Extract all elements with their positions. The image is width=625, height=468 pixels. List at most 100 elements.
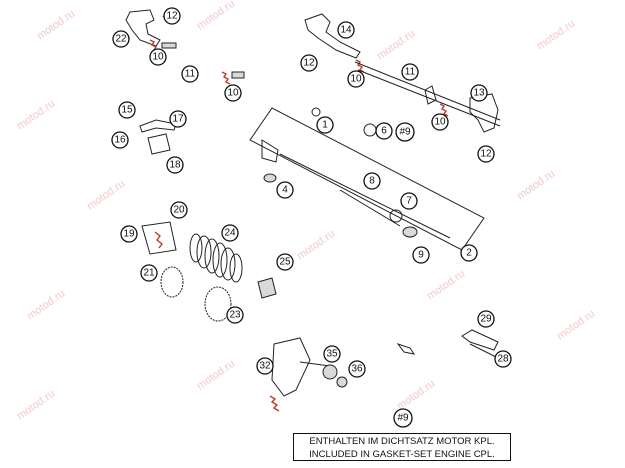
nut-35 [322, 364, 338, 380]
pin-10b [231, 71, 245, 79]
svg-text:11: 11 [185, 69, 196, 80]
callout-24: 24 [221, 224, 239, 242]
svg-text:#9: #9 [397, 413, 409, 424]
callout-14: 14 [337, 21, 355, 39]
washer-6 [363, 123, 377, 137]
callout-12: 12 [300, 54, 318, 72]
svg-text:1: 1 [322, 120, 328, 131]
callout-15: 15 [118, 101, 136, 119]
gasket-21 [160, 266, 184, 298]
watermark: motod.ru [25, 288, 67, 323]
callout-1: 1 [316, 116, 334, 134]
watermark: motod.ru [375, 28, 417, 63]
watermark: motod.ru [195, 0, 237, 32]
svg-text:15: 15 [121, 105, 133, 116]
shift-fork-right [304, 13, 361, 59]
svg-text:12: 12 [303, 58, 315, 69]
svg-text:12: 12 [166, 11, 178, 22]
svg-text:22: 22 [115, 34, 127, 45]
shift-shaft-spring [154, 231, 163, 249]
shift-shaft [141, 221, 177, 255]
svg-text:4: 4 [282, 185, 288, 196]
shaft-17 [139, 119, 177, 133]
callout-7: 7 [400, 192, 418, 210]
note-line-en: INCLUDED IN GASKET-SET ENGINE CPL. [309, 449, 495, 460]
svg-text:20: 20 [173, 205, 185, 216]
fork-32-spring [269, 395, 280, 412]
svg-text:10: 10 [350, 74, 362, 85]
svg-text:11: 11 [405, 67, 416, 78]
callout-20: 20 [170, 201, 188, 219]
washer-7 [389, 209, 403, 223]
bearing-4 [263, 173, 277, 183]
callout-10: 10 [347, 70, 365, 88]
svg-text:10: 10 [227, 88, 239, 99]
gasket-23 [204, 286, 232, 322]
shift-rail-upper [354, 61, 501, 121]
rail-collar [424, 85, 437, 105]
callout-11: 11 [401, 63, 419, 81]
fork-32 [271, 337, 311, 397]
watermark: motod.ru [195, 358, 237, 393]
callout-16: 16 [111, 131, 129, 149]
svg-text:32: 32 [259, 361, 271, 372]
svg-text:16: 16 [114, 135, 126, 146]
parts-drawing [125, 9, 501, 412]
watermark: motod.ru [395, 378, 437, 413]
callout-18: 18 [166, 156, 184, 174]
plug-25 [257, 277, 277, 299]
svg-text:29: 29 [480, 314, 492, 325]
callout-19: 19 [120, 225, 138, 243]
svg-text:#9: #9 [399, 127, 411, 138]
svg-text:12: 12 [480, 149, 492, 160]
watermark: motod.ru [535, 18, 577, 53]
callouts: 12 22 10 11 10 14 12 10 11 13 10 12 1 6 … [111, 7, 512, 428]
svg-text:2: 2 [466, 248, 472, 259]
svg-text:36: 36 [351, 364, 363, 375]
watermark: motod.ru [85, 178, 127, 213]
shift-drum-box [249, 107, 485, 251]
svg-text:14: 14 [340, 25, 352, 36]
watermark: motod.ru [15, 388, 57, 423]
svg-text:7: 7 [406, 196, 412, 207]
watermark: motod.ru [555, 308, 597, 343]
bracket-29 [461, 329, 499, 351]
cap-9 [402, 226, 418, 238]
svg-text:19: 19 [123, 229, 135, 240]
callout-28: 28 [494, 350, 512, 368]
callout-35: 35 [323, 345, 341, 363]
washer-1 [311, 107, 321, 117]
callout-9: #9 [393, 408, 413, 428]
svg-text:10: 10 [434, 117, 446, 128]
watermark: motod.ru [295, 228, 337, 263]
drum-rod [339, 189, 401, 227]
callout-32: 32 [256, 357, 274, 375]
watermark: motod.ru [35, 8, 77, 43]
nut-36 [336, 376, 348, 388]
lever-18 [147, 133, 171, 155]
callout-9: 9 [412, 246, 430, 264]
clip [396, 343, 416, 355]
spring-10b [221, 71, 231, 85]
pin-left [161, 42, 177, 49]
callout-21: 21 [140, 264, 158, 282]
callout-11: 11 [181, 65, 199, 83]
callout-23: 23 [226, 306, 244, 324]
watermark: motod.ru [15, 98, 57, 133]
callout-2: 2 [460, 244, 478, 262]
callout-29: 29 [477, 310, 495, 328]
shift-fork-13 [469, 93, 499, 133]
callout-4: 4 [276, 181, 294, 199]
callout-22: 22 [112, 30, 130, 48]
gasket-set-note: ENTHALTEN IM DICHTSATZ MOTOR KPL. INCLUD… [293, 433, 511, 461]
svg-text:13: 13 [473, 88, 485, 99]
callout-13: 13 [470, 84, 488, 102]
svg-text:18: 18 [169, 160, 181, 171]
note-line-de: ENTHALTEN IM DICHTSATZ MOTOR KPL. [309, 436, 495, 447]
callout-8: 8 [363, 172, 381, 190]
fork-32-rod [299, 361, 331, 367]
bellows-24 [189, 233, 243, 283]
svg-text:25: 25 [279, 257, 291, 268]
callout-25: 25 [276, 253, 294, 271]
svg-text:23: 23 [229, 310, 241, 321]
